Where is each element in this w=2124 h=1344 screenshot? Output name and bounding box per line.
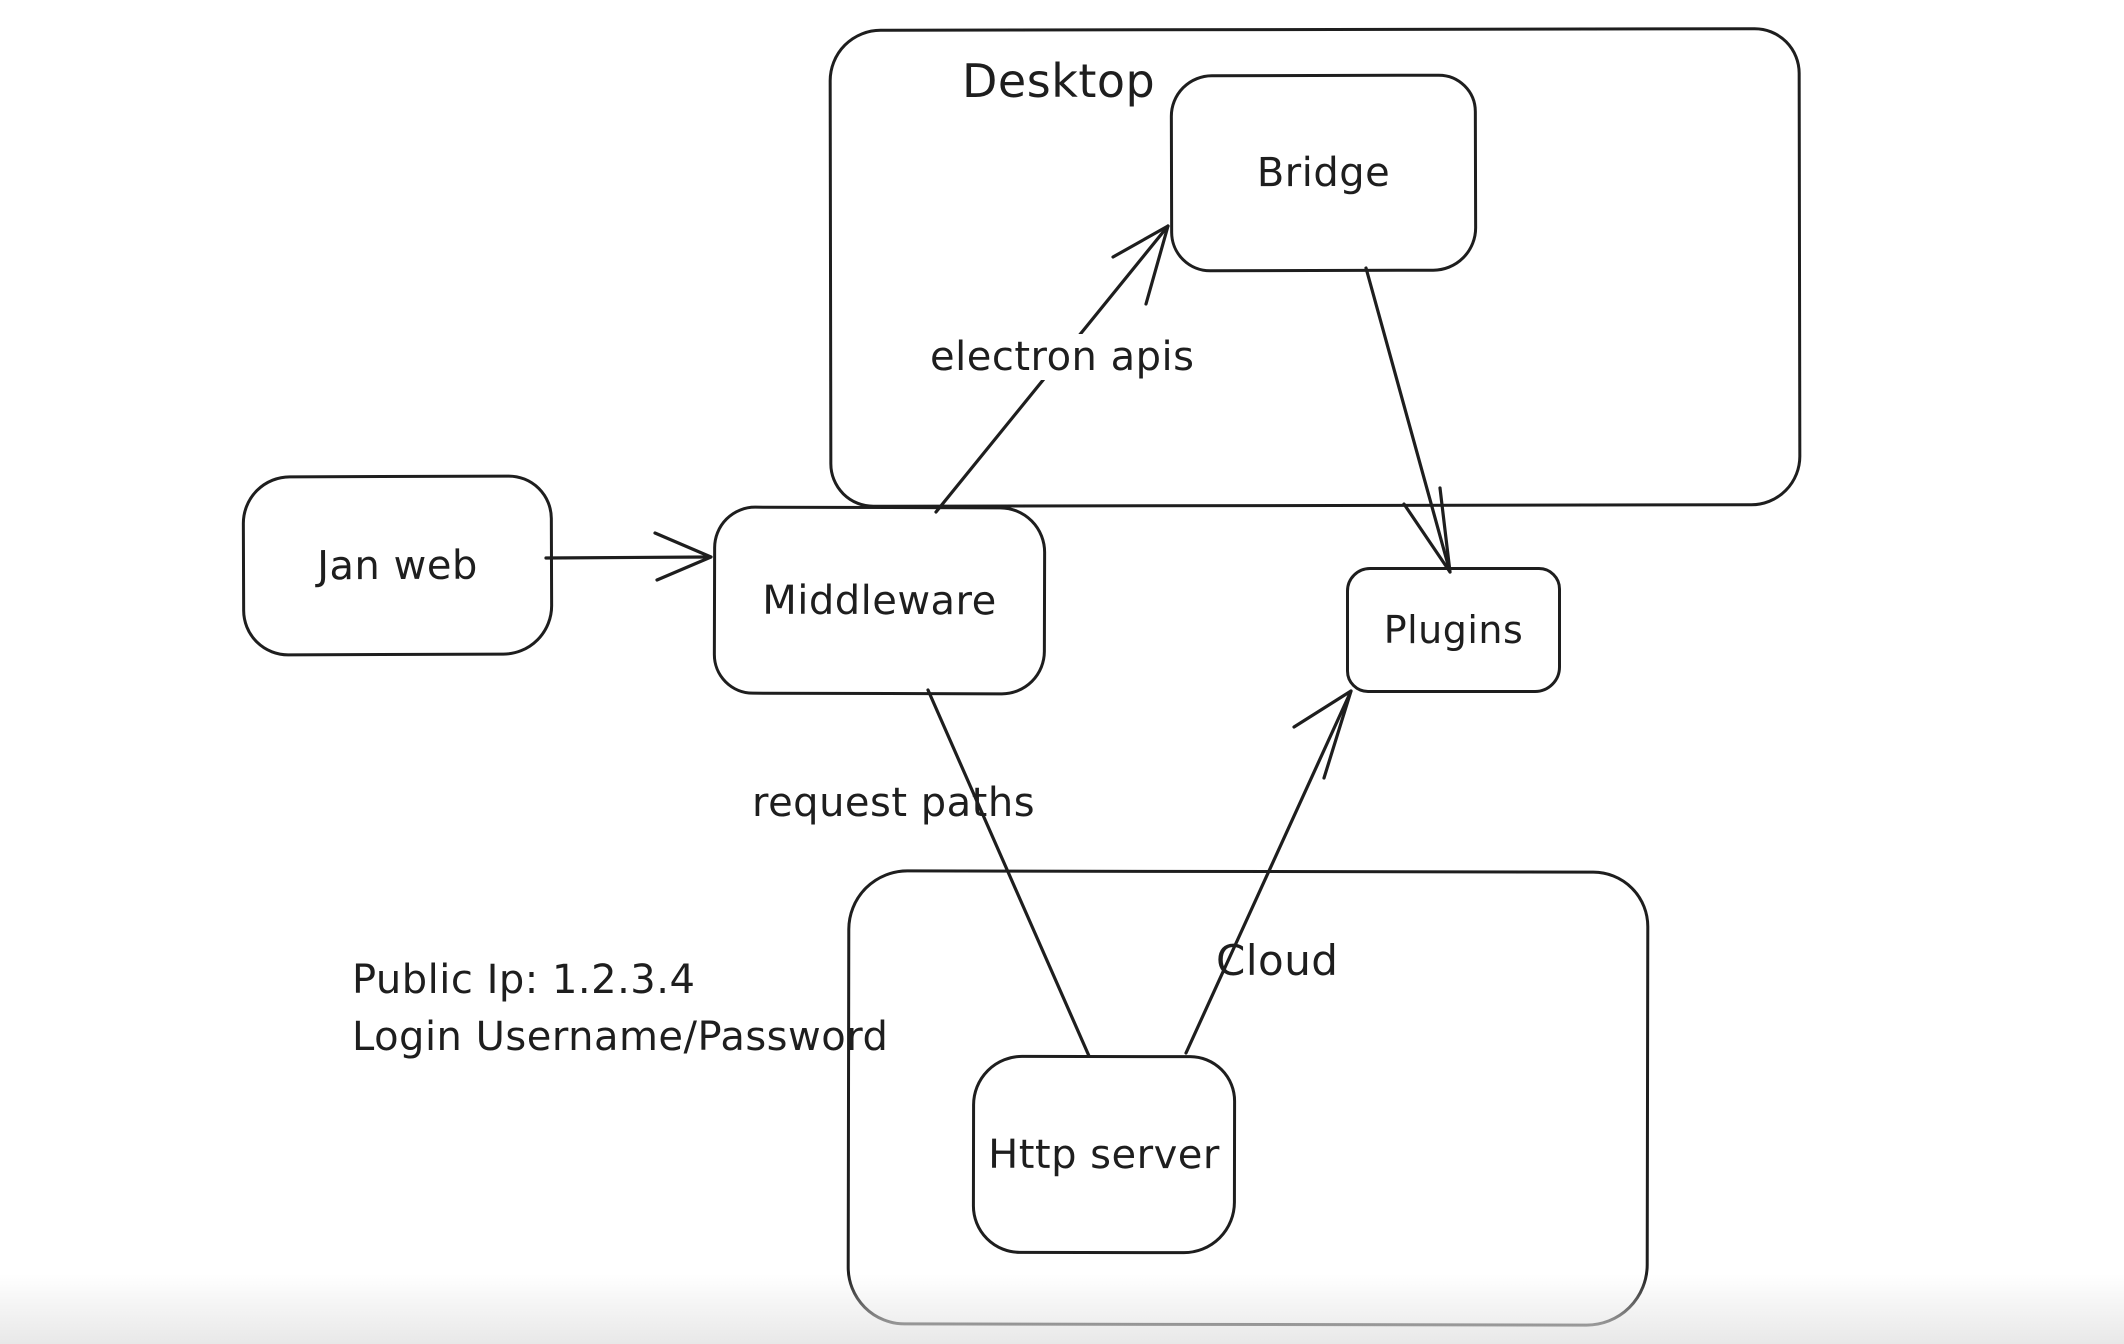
cloud-container-label[interactable]: Cloud [1216,936,1339,985]
node-plugins-label: Plugins [1383,608,1524,652]
node-bridge[interactable]: Bridge [1169,73,1478,273]
annotation-line-login: Login Username/Password [352,1014,889,1060]
node-middleware-label: Middleware [762,577,997,624]
edge-janweb-middleware[interactable] [544,531,713,582]
edge-middleware-httpserver[interactable] [926,688,1091,1058]
edge-bridge-plugins[interactable] [1364,266,1452,574]
annotation-line-public-ip: Public Ip: 1.2.3.4 [352,957,696,1003]
desktop-container-label[interactable]: Desktop [962,54,1156,108]
node-jan-web-label: Jan web [317,542,478,589]
node-http-server[interactable]: Http server [971,1054,1237,1255]
edge-label-request-paths[interactable]: request paths [752,780,1036,826]
node-plugins[interactable]: Plugins [1346,567,1561,693]
node-middleware[interactable]: Middleware [712,505,1047,696]
annotation-note[interactable]: Public Ip: 1.2.3.4 Login Username/Passwo… [352,952,888,1066]
edge-httpserver-plugins[interactable] [1184,689,1353,1055]
node-jan-web[interactable]: Jan web [241,474,554,657]
node-http-server-label: Http server [988,1131,1220,1178]
node-bridge-label: Bridge [1256,149,1391,197]
edge-label-electron-apis[interactable]: electron apis [924,334,1201,380]
